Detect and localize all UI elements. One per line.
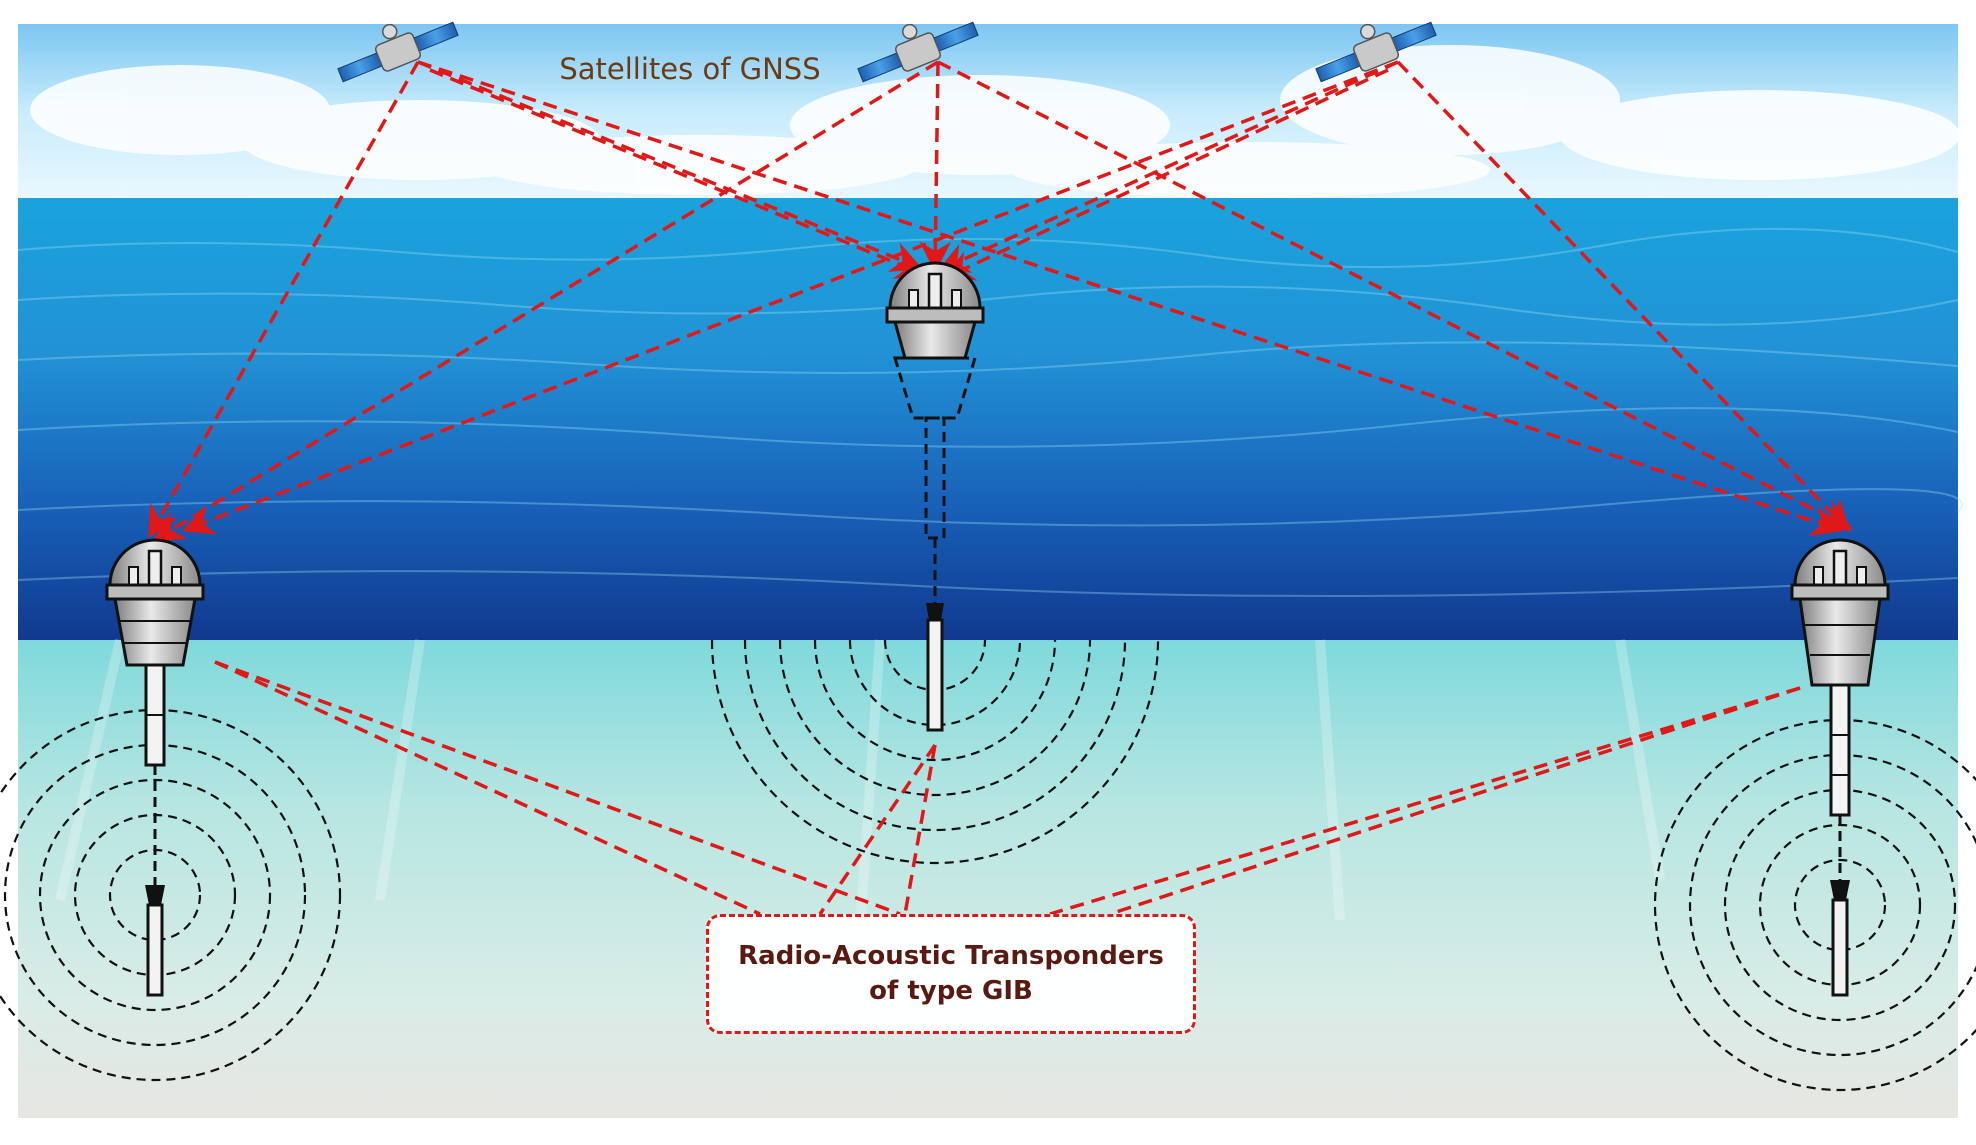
callout-line-1: Radio-Acoustic Transponders [738, 940, 1164, 971]
satellite-icon [857, 21, 979, 83]
gib-buoy-icon [105, 538, 205, 997]
callout-line-2: of type GIB [869, 976, 1033, 1006]
seabed [18, 640, 1958, 1118]
satellite-icon [337, 21, 459, 83]
gnss-signal-lines [148, 60, 1853, 542]
waves [17, 227, 1963, 597]
gib-buoy-icon [1790, 538, 1890, 997]
sea-surface [18, 198, 1958, 640]
clouds [30, 45, 1960, 198]
callout-pointers [214, 660, 1801, 916]
transponders-callout: Radio-Acoustic Transponders of type GIB [706, 914, 1196, 1034]
gib-buoy-icon [885, 261, 985, 732]
satellites-label: Satellites of GNSS [559, 52, 821, 86]
light-rays [55, 638, 1665, 931]
satellite-icon [1315, 21, 1437, 83]
